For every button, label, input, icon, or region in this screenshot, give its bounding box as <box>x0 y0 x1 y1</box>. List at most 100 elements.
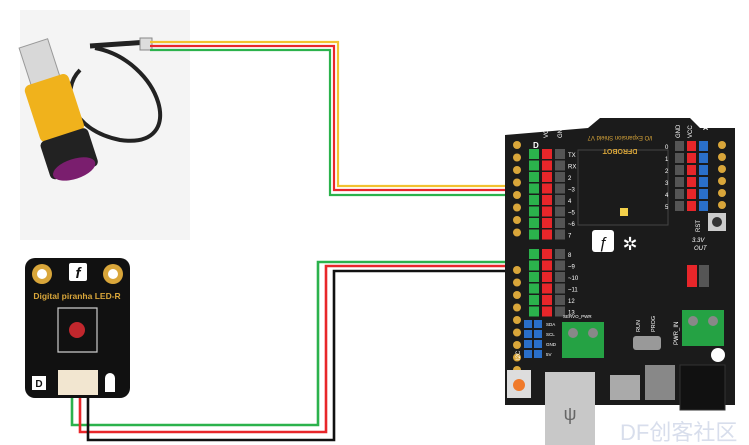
header-hole <box>513 341 521 349</box>
run-prog-switch[interactable] <box>633 336 661 350</box>
analog-signal-pin <box>699 153 708 163</box>
signal-pin <box>529 172 539 182</box>
header-hole <box>513 303 521 312</box>
analog-pin-label: 5 <box>665 205 669 211</box>
header-hole <box>513 316 521 324</box>
pwr-in-label: PWR_IN <box>674 322 680 345</box>
gnd-pin <box>675 177 684 187</box>
header-hole <box>718 201 726 209</box>
led-module-title: Digital piranha LED-R <box>33 291 120 301</box>
vcc-pin <box>687 141 696 151</box>
analog-pin-label: 0 <box>665 145 669 151</box>
digital-pin-label: 13 <box>568 311 575 317</box>
reset-button-2[interactable] <box>513 379 525 391</box>
led-module: f Digital piranha LED-R D <box>25 258 130 398</box>
analog-vcc-label: VCC <box>688 125 694 138</box>
i2c-pin-label: SCL <box>546 332 555 337</box>
vcc-pin <box>542 206 552 217</box>
signal-pin <box>529 272 539 282</box>
run-label: RUN <box>636 320 642 332</box>
board-subtitle: I/O Expansion Shield V7 <box>587 134 653 140</box>
header-hole <box>513 166 521 174</box>
vcc-pin <box>542 160 552 171</box>
gnd-pin <box>675 153 684 163</box>
header-hole <box>513 191 521 199</box>
prog-label: PROG <box>651 316 657 332</box>
analog-signal-pin <box>699 165 708 175</box>
analog-signal-pin <box>699 177 708 187</box>
gnd-pin <box>555 183 565 194</box>
i2c-pin-label: SDA <box>546 322 555 327</box>
signal-pin <box>529 160 539 171</box>
vcc-pin <box>542 172 552 182</box>
analog-gnd-label: GND <box>676 124 682 138</box>
i2c-pin <box>524 340 532 348</box>
digital-pin-label: TX <box>568 153 576 159</box>
signal-pin <box>529 295 539 305</box>
gnd-pin <box>675 189 684 199</box>
led-logo: f <box>76 265 83 282</box>
signal-pin <box>529 183 539 194</box>
gnd-pin <box>555 218 565 228</box>
header-hole <box>718 141 726 149</box>
gnd-pin <box>675 141 684 151</box>
analog-signal-pin <box>699 201 708 211</box>
servo-pwr-label: SERVO_PWR <box>563 314 592 319</box>
svg-text:ƒ: ƒ <box>599 235 608 252</box>
gnd-pin <box>555 172 565 182</box>
signal-pin <box>529 229 539 240</box>
header-hole <box>718 165 726 173</box>
analog-pin-label: 2 <box>665 169 669 175</box>
vcc-pin <box>687 165 696 175</box>
gnd-pin <box>555 260 565 271</box>
digital-badge: D <box>533 141 539 150</box>
header-hole <box>513 141 521 149</box>
vcc-pin <box>542 183 552 194</box>
servo-power-terminal <box>562 322 604 358</box>
gnd-pin <box>675 165 684 175</box>
sensor-wires <box>150 40 548 197</box>
vcc-pin <box>542 283 552 294</box>
vcc-pin <box>687 189 696 199</box>
digital-pin-label: ~10 <box>568 276 579 282</box>
usb-icon: ψ <box>564 404 577 424</box>
led-wires <box>70 260 548 442</box>
i2c-label: I2C <box>516 350 522 360</box>
digital-pin-label: 4 <box>568 199 572 205</box>
df-logo <box>592 230 614 252</box>
gnd-pin <box>555 306 565 317</box>
digital-pin-label: ~3 <box>568 188 576 194</box>
i2c-pin-label: 5V <box>546 352 552 357</box>
signal-pin <box>529 218 539 228</box>
digital-pin-label: RX <box>568 165 576 171</box>
i2c-pin <box>534 330 542 338</box>
signal-pin <box>529 249 539 259</box>
board-title: DFROBOT <box>602 147 637 154</box>
analog-signal-pin <box>699 141 708 151</box>
gnd-pin <box>555 249 565 259</box>
digital-pin-label: ~11 <box>568 288 578 294</box>
watermark: DF创客社区 <box>620 420 737 445</box>
analog-pin-label: 4 <box>665 193 669 199</box>
digital-pin-label: ~9 <box>568 265 576 271</box>
vcc-pin <box>542 229 552 240</box>
analog-signal-pin <box>699 189 708 199</box>
vcc-pin <box>542 272 552 282</box>
led-connector <box>58 370 98 395</box>
gnd-pin <box>555 195 565 205</box>
signal-pin <box>529 206 539 217</box>
vcc-pin <box>687 153 696 163</box>
analog-badge: A <box>703 125 708 132</box>
header-hole <box>513 203 521 212</box>
digital-pin-label: 12 <box>568 299 575 305</box>
i2c-pin <box>524 350 532 358</box>
header-hole <box>718 153 726 161</box>
header-hole <box>513 178 521 187</box>
vcc-pin <box>542 195 552 205</box>
i2c-pin <box>534 340 542 348</box>
gnd-pin <box>675 201 684 211</box>
analog-pin-label: 3 <box>665 181 669 187</box>
vcc-pin <box>542 249 552 259</box>
